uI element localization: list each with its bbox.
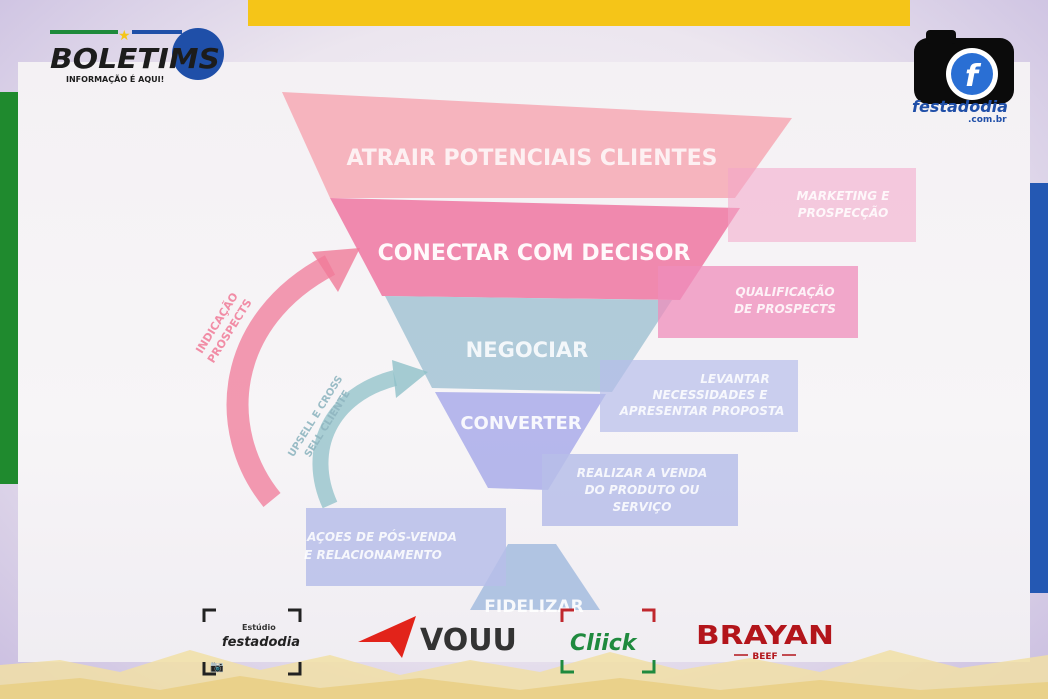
indicacao-arrow — [226, 255, 336, 507]
post-sale-box — [306, 508, 506, 586]
indicacao-arrowhead — [312, 248, 360, 292]
stage-label-1: ATRAIR POTENCIAIS CLIENTES — [346, 146, 717, 171]
vouu-wordmark: VOUU — [420, 623, 517, 658]
brayan-wordmark: BRAYAN — [696, 621, 834, 651]
green-side-panel — [0, 92, 20, 484]
cliick-wordmark: Cliick — [570, 631, 638, 656]
stage-label-4: CONVERTER — [460, 413, 581, 434]
box3-line3: APRESENTAR PROPOSTA — [619, 404, 785, 418]
vouu-arrow-icon — [358, 616, 416, 658]
funnel-stage-4 — [435, 392, 606, 490]
post-sale-line1: AÇOES DE PÓS-VENDA — [306, 529, 457, 544]
box1-line1: MARKETING E — [797, 189, 891, 203]
funnel-stage-2 — [330, 198, 740, 300]
star-icon: ★ — [118, 28, 131, 44]
sponsors-bar: Estúdio festadodia 📷 VOUU Cliick BRAYAN — [0, 600, 1048, 699]
estudio-name: festadodia — [222, 635, 300, 650]
stage-label-5: FIDELIZAR — [484, 597, 583, 617]
side-box-4 — [542, 454, 738, 526]
boletim-wordmark: BOLETIMS — [50, 42, 220, 75]
boletim-tagline: INFORMAÇÃO É AQUI! — [66, 73, 164, 84]
box4-line3: SERVIÇO — [613, 500, 672, 514]
side-box-2 — [658, 266, 858, 338]
box4-line2: DO PRODUTO OU — [585, 483, 700, 497]
box2-line2: DE PROSPECTS — [734, 302, 836, 316]
brayan-sub: BEEF — [752, 652, 777, 662]
sponsor-estudio-festadodia: Estúdio festadodia 📷 — [202, 608, 302, 676]
stage-label-3: NEGOCIAR — [466, 338, 589, 362]
box2-line1: QUALIFICAÇÃO — [735, 284, 834, 299]
funnel-stage-1 — [282, 92, 792, 198]
box1-line2: PROSPECÇÃO — [798, 205, 889, 220]
box3-line1: LEVANTAR — [700, 372, 769, 386]
sponsor-vouu: VOUU — [356, 612, 521, 662]
festadodia-logo: f festadodia .com.br — [906, 24, 1024, 125]
side-box-3 — [600, 360, 798, 432]
stage-label-2: CONECTAR COM DECISOR — [378, 241, 691, 266]
sponsor-cliick: Cliick — [560, 608, 656, 674]
blue-side-panel — [1028, 183, 1048, 593]
bottom-decoration-2 — [0, 676, 1048, 699]
festa-domain: .com.br — [968, 115, 1007, 124]
camera-small-icon: 📷 — [210, 660, 224, 673]
sponsor-brayan-beef: BRAYAN BEEF — [694, 618, 836, 664]
yellow-banner — [248, 0, 910, 26]
side-box-1 — [728, 168, 916, 242]
box3-line2: NECESSIDADES E — [653, 388, 769, 402]
upsell-arrow — [312, 370, 398, 509]
box4-line1: REALIZAR A VENDA — [577, 466, 707, 480]
festa-f-letter: f — [965, 59, 982, 94]
estudio-small: Estúdio — [242, 623, 276, 632]
boletim-ms-logo: ★ BOLETIMS INFORMAÇÃO É AQUI! — [48, 26, 228, 88]
upsell-arrowhead — [392, 360, 428, 398]
festa-wordmark: festadodia — [912, 97, 1008, 116]
post-sale-line2: E RELACIONAMENTO — [304, 548, 442, 562]
